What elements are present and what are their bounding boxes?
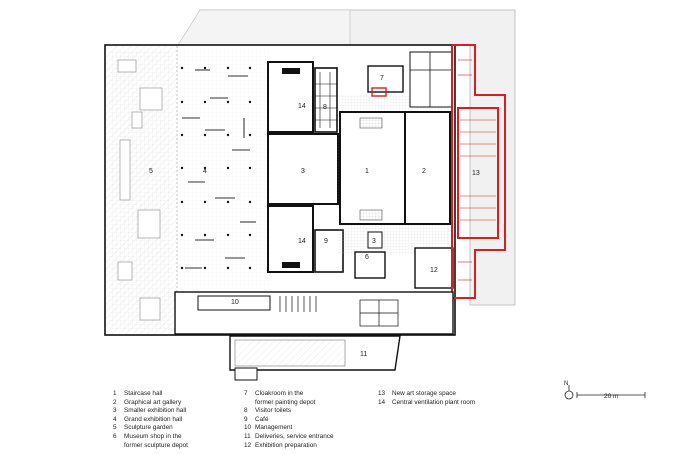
room-label-13: 13 [472,170,480,177]
toilets-block [314,67,338,133]
legend-text: Deliveries, service entrance [255,432,334,440]
scale-bar [576,392,646,398]
grand-hall-floor [178,50,270,290]
legend-text: Central ventilation plant room [392,398,476,406]
cloakroom-red-marker [371,87,387,97]
room-labels: 1 2 3 4 5 6 7 8 9 10 11 12 13 14 14 3 [149,75,480,358]
legend-text: Café [255,415,269,423]
stair-upper [359,117,383,129]
legend-num: 8 [244,407,248,415]
legend-num: 6 [113,432,117,440]
room-label-14a: 14 [298,103,306,110]
grand-hall-columns [180,66,252,270]
legend-text: Grand exhibition hall [124,415,183,423]
legend-num: 3 [113,407,117,415]
room-label-4: 4 [203,168,207,175]
legend-text: Visitor toilets [255,407,292,415]
legend-item: 8 Visitor toilets [244,407,334,416]
room-label-9: 9 [324,238,328,245]
legend-num: 11 [244,432,251,440]
legend-text: Management [255,424,293,432]
toilets-stalls [315,72,337,128]
management-office [197,295,271,311]
room-label-11: 11 [360,351,367,358]
legend-text: Graphical art gallery [124,398,182,406]
legend-num: 14 [378,398,386,406]
room-label-5: 5 [149,168,153,175]
legend-text: New art storage space [392,390,456,397]
legend-num: 5 [113,424,117,432]
museum-shop [354,251,386,279]
room-label-2: 2 [422,168,426,175]
room-label-14b: 14 [298,238,306,245]
south-stair [234,367,258,381]
room-label-7: 7 [380,75,384,82]
legend-item: 5 Sculpture garden [113,424,188,433]
north-arrow: N [564,381,574,400]
scale-label: 20 m [604,393,619,400]
sculpture-garden-planting [117,59,163,321]
legend-item: 13 New art storage space [378,390,475,399]
grand-hall-partitions [182,69,256,269]
legend-item: 1 Staircase hall [113,390,188,399]
room-label-12: 12 [430,267,438,274]
legend-column-3: 13 New art storage space 14 Central ventil… [378,390,475,407]
legend-text: Staircase hall [124,390,163,397]
legend-item: 7 Cloakroom in the former painting depot [244,390,334,407]
legend-item: 2 Graphical art gallery [113,399,188,408]
plant-room-lower-equipment [282,262,300,268]
smaller-hall-west [267,133,339,205]
north-label: N [564,381,568,387]
legend-num: 12 [244,441,252,449]
legend-text: Smaller exhibition hall [124,407,187,415]
legend-item: 11 Deliveries, service entrance [244,433,334,442]
legend-text: Exhibition preparation [255,441,317,449]
legend-item: 4 Grand exhibition hall [113,416,188,425]
staircase-hall [339,111,406,225]
room-label-3: 3 [301,168,305,175]
legend-text: Museum shop in the former sculpture depo… [124,432,188,449]
plant-room-lower [267,205,314,273]
legend-num: 13 [378,390,386,397]
storage-shelving [458,59,496,281]
upper-right-rooms [409,51,453,108]
graphic-gallery [404,111,451,225]
legend-item: 6 Museum shop in the former sculpture dep… [113,433,188,450]
legend-text: Sculpture garden [124,424,173,432]
exhibition-prep [414,247,454,289]
legend-item: 9 Café [244,416,334,425]
legend-num: 9 [244,415,248,423]
legend-num: 2 [113,398,117,406]
legend-item: 3 Smaller exhibition hall [113,407,188,416]
room-label-3b: 3 [372,238,376,245]
new-art-storage [451,44,506,299]
legend-text: Cloakroom in the former painting depot [255,390,316,406]
room-label-8: 8 [323,104,327,111]
legend-num: 10 [244,424,252,432]
upper-roof-outline [177,9,351,46]
room-label-10: 10 [231,299,239,306]
loading-dock [234,339,346,367]
small-room-3 [367,231,383,249]
legend-num: 1 [113,390,117,397]
plant-room-upper-equipment [282,68,300,74]
legend-column-1: 1 Staircase hall 2 Graphical art gallery 3… [113,390,188,450]
room-label-6: 6 [365,254,369,261]
room-label-1: 1 [365,168,369,175]
legend-num: 4 [113,415,117,423]
legend-item: 14 Central ventilation plant room [378,399,475,408]
stair-lower [359,209,383,221]
south-wing-details [279,296,399,327]
legend-num: 7 [244,390,248,397]
